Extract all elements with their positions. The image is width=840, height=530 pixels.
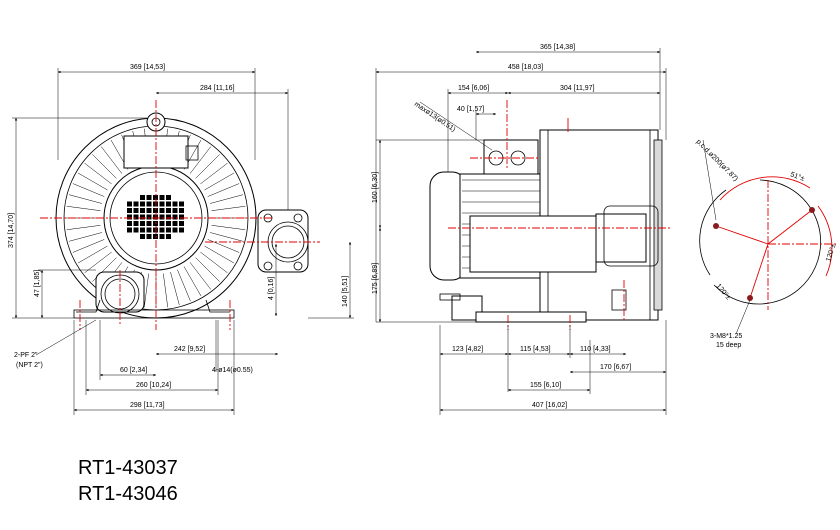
dim-front-height: 374 [14,70] (8, 213, 15, 248)
hole-label: 4-ø14(ø0.55) (212, 367, 253, 374)
angle-120b: 120°± (714, 282, 732, 301)
model-number-1: RT1-43037 (78, 457, 178, 479)
bolt-hole-2 (809, 207, 815, 213)
dim-side-155: 155 [6,10] (530, 382, 561, 389)
dim-outlet-height: 140 [5,51] (342, 276, 349, 307)
dim-side-154: 154 [6,06] (458, 85, 489, 92)
dim-outlet-offset: 4 [0,16] (268, 277, 275, 300)
dim-base-260: 260 [10,24] (136, 382, 171, 389)
side-view: 365 [14,38] 458 [18,03] 154 [6,06] 304 [… (372, 44, 672, 415)
thread-line1: 3-M8*1.25 (710, 333, 742, 340)
dim-base-298: 298 [11,73] (130, 402, 165, 409)
flange-detail: p.c.d.ø200(ø7.87) 51°± 120°± 120°± 3-M8*… (695, 138, 838, 349)
dim-side-365: 365 [14,38] (540, 44, 575, 51)
front-base (73, 309, 235, 319)
dim-side-407: 407 [16,02] (532, 402, 567, 409)
port-label-line1: 2-PF 2" (14, 352, 38, 359)
dim-front-half: 284 [11,16] (200, 85, 235, 92)
dim-side-115: 115 [4,53] (520, 346, 551, 353)
pcd-label: p.c.d.ø200(ø7.87) (695, 138, 739, 182)
thread-line2: 15 deep (716, 342, 741, 349)
dim-front-width: 369 [14,53] (130, 64, 165, 71)
dim-side-458: 458 [18,03] (508, 64, 543, 71)
dim-side-40: 40 [1,57] (457, 106, 484, 113)
max-label: maxø13(ø0.51) (413, 101, 457, 134)
dim-inlet-height: 47 [1,85] (34, 270, 41, 297)
front-view: 369 [14,53] 284 [11,16] 374 [14,70] 47 [… (8, 64, 354, 415)
angle-120a: 120°± (824, 243, 837, 263)
bolt-hole-1 (713, 223, 719, 229)
impeller-grid (127, 195, 184, 239)
dim-side-123: 123 [4,82] (452, 346, 483, 353)
dim-side-175: 175 [6,89] (372, 263, 379, 294)
port-label-line2: (NPT 2") (16, 362, 43, 369)
model-number-2: RT1-43046 (78, 483, 178, 505)
dim-side-170: 170 [6,67] (600, 364, 631, 371)
dim-side-110: 110 [4,33] (580, 346, 611, 353)
dim-base-242: 242 [9,52] (174, 346, 205, 353)
angle-51: 51°± (789, 170, 805, 183)
dim-side-304: 304 [11,97] (560, 85, 595, 92)
bolt-hole-3 (747, 295, 753, 301)
dim-side-160: 160 [6,30] (372, 172, 379, 203)
side-outlet-pipe (469, 215, 597, 273)
dim-base-60: 60 [2,34] (120, 367, 147, 374)
flange-circle (713, 179, 822, 305)
